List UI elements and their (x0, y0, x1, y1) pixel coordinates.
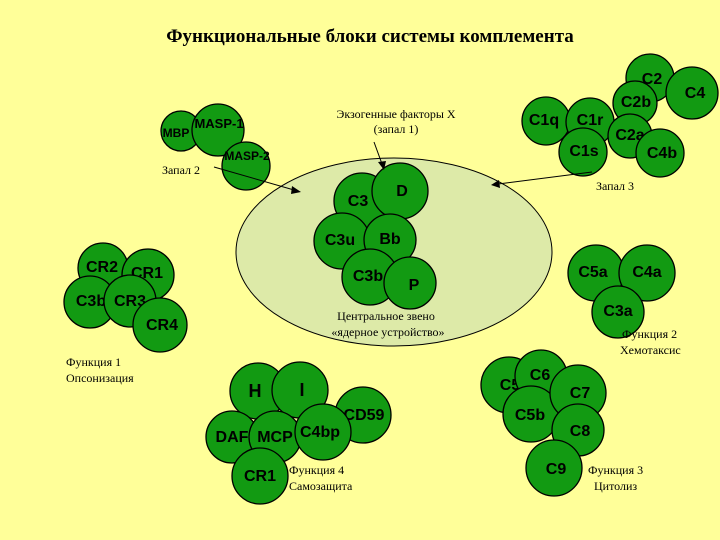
molecule-c3b2: C3b (63, 275, 117, 329)
molecule-masp2: MASP-2 (221, 141, 271, 191)
molecule-circle-c4bp (294, 403, 352, 461)
molecule-circle-c1s (558, 127, 608, 177)
molecule-label-c2a: C2a (615, 127, 644, 144)
molecule-masp1: MASP-1 (191, 103, 245, 157)
molecule-label-c8: C8 (570, 423, 591, 440)
notes: Экзогенные факторы X (запал 1) Запал 2 З… (66, 107, 681, 493)
page-title: Функциональные блоки системы комплемента (166, 26, 574, 47)
molecule-c1q: C1q (521, 96, 571, 146)
function2-label: Функция 2 (622, 327, 677, 341)
molecule-circle-c9 (525, 439, 583, 497)
molecule-label-c4a: C4a (632, 264, 661, 281)
molecule-i: I (271, 361, 329, 419)
exogenous-label: Экзогенные факторы X (336, 107, 456, 121)
zapal2-label: Запал 2 (162, 163, 200, 177)
molecule-label-mcp: MCP (257, 429, 293, 446)
molecule-label-c7: C7 (570, 385, 591, 402)
molecule-c9: C9 (525, 439, 583, 497)
arrow-line (497, 171, 593, 185)
molecule-circle-c3a (591, 285, 645, 339)
arrowhead (291, 186, 301, 194)
molecule-label-c1s: C1s (569, 143, 598, 160)
arrowhead (491, 180, 500, 188)
molecule-label-c4bp: C4bp (300, 424, 340, 441)
function1-sublabel: Опсонизация (66, 371, 134, 385)
molecule-p: P (383, 256, 437, 310)
molecule-label-c4b: C4b (647, 145, 677, 162)
molecule-c5b: C5b (502, 385, 560, 443)
molecule-label-c2b: C2b (621, 94, 651, 111)
zapal3-label: Запал 3 (596, 179, 634, 193)
molecule-label-c5a: C5a (578, 264, 607, 281)
molecule-label-c3b: C3b (353, 268, 383, 285)
molecule-label-d: D (396, 183, 408, 200)
arrowhead (378, 161, 386, 170)
function4-label: Функция 4 (289, 463, 344, 477)
molecule-label-c6: C6 (530, 367, 551, 384)
molecule-label-c3u: C3u (325, 232, 355, 249)
molecule-circle-cr4 (132, 297, 188, 353)
molecule-cr1b: CR1 (231, 447, 289, 505)
molecule-c4b: C4b (635, 128, 685, 178)
molecule-circle-p (383, 256, 437, 310)
center-sublabel: «ядерное устройство» (331, 325, 444, 339)
zapal1-label: (запал 1) (374, 122, 419, 136)
molecule-label-c9: C9 (546, 461, 567, 478)
molecule-label-p: P (409, 277, 420, 294)
molecule-daf: DAF (205, 410, 259, 464)
function2-sublabel: Хемотаксис (620, 343, 681, 357)
molecule-label-masp1: MASP-1 (194, 116, 243, 131)
molecule-label-c3: C3 (348, 193, 369, 210)
molecule-c4: C4 (665, 66, 719, 120)
function3-sublabel: Цитолиз (594, 479, 637, 493)
arrow-line (213, 166, 295, 191)
molecule-label-c3a: C3a (603, 303, 632, 320)
molecule-c4a: C4a (618, 244, 676, 302)
molecule-c3b: C3b (341, 248, 399, 306)
molecule-label-cr4: CR4 (146, 317, 178, 334)
molecule-label-masp2: MASP-2 (224, 149, 270, 163)
function1-label: Функция 1 (66, 355, 121, 369)
molecule-circle-c4a (618, 244, 676, 302)
molecule-label-cr2: CR2 (86, 259, 118, 276)
molecule-circle-c4b (635, 128, 685, 178)
molecule-c4bp: C4bp (294, 403, 352, 461)
molecule-circle-c4 (665, 66, 719, 120)
molecule-c1s: C1s (558, 127, 608, 177)
arrow-line (373, 141, 383, 165)
center-label: Центральное звено (337, 309, 435, 323)
molecule-label-c5b: C5b (515, 407, 545, 424)
molecule-d: D (371, 162, 429, 220)
molecule-circle-masp1 (191, 103, 245, 157)
molecule-label-i: I (299, 380, 304, 400)
molecule-c3a: C3a (591, 285, 645, 339)
molecule-label-c3b2: C3b (76, 293, 106, 310)
molecule-label-cr1b: CR1 (244, 468, 276, 485)
molecule-c2b: C2b (612, 80, 658, 126)
molecule-label-cd59: CD59 (344, 407, 385, 424)
molecule-label-daf: DAF (216, 429, 249, 446)
molecule-label-mbp: MBP (163, 126, 190, 140)
function3-label: Функция 3 (588, 463, 643, 477)
molecule-label-h: H (249, 381, 262, 401)
molecule-label-c1q: C1q (529, 112, 559, 129)
molecule-circle-cr1b (231, 447, 289, 505)
molecule-label-bb: Bb (379, 231, 401, 248)
function4-sublabel: Самозащита (289, 479, 353, 493)
molecule-circle-masp2 (221, 141, 271, 191)
molecule-label-c4: C4 (685, 85, 706, 102)
molecule-label-c1r: C1r (577, 112, 604, 129)
molecule-label-cr3: CR3 (114, 293, 146, 310)
molecule-cr4: CR4 (132, 297, 188, 353)
arrows (213, 141, 593, 194)
